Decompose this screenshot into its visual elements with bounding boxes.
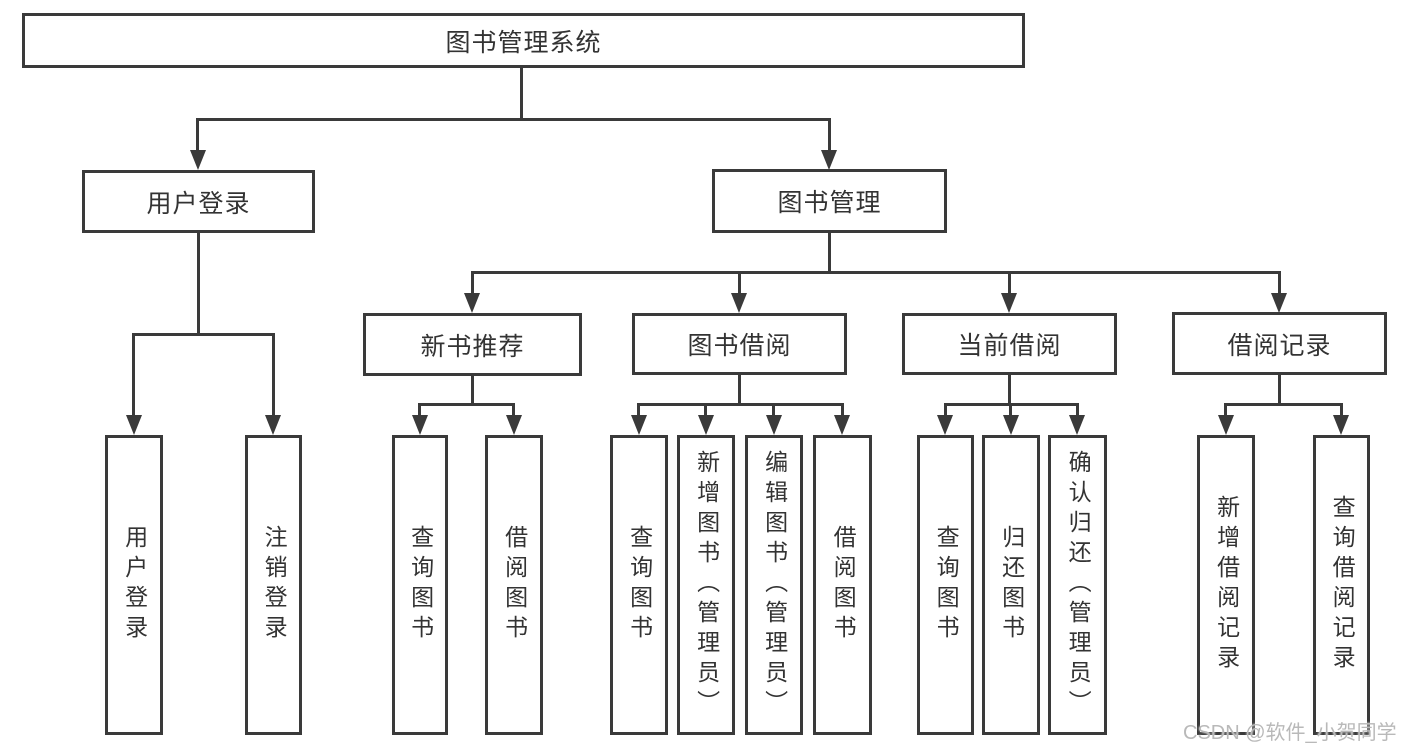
leaf-add-borrow-record-label: 新增借阅记录 [1213, 495, 1240, 675]
leaf-confirm-return-admin-label: 确认归还（管理员） [1065, 450, 1092, 720]
connector-user-login-stem [197, 233, 200, 335]
node-book-management-label: 图书管理 [777, 189, 882, 217]
connector-drop-user-login [196, 118, 199, 152]
node-book-borrow-label: 图书借阅 [687, 332, 792, 360]
connector-drop-book-management [828, 118, 831, 152]
leaf-query-books-2-label: 查询图书 [626, 525, 653, 645]
connector-book-management-stem [828, 233, 831, 273]
connector-drop-new-book-recommend [471, 271, 474, 295]
node-root-label: 图书管理系统 [445, 28, 602, 57]
node-new-book-recommend: 新书推荐 [363, 313, 582, 376]
arrow-to-query-borrow-record [1333, 415, 1349, 435]
arrow-to-query-books-3 [937, 415, 953, 435]
connector-drop-add-books-admin [704, 403, 707, 417]
leaf-return-books-label: 归还图书 [998, 525, 1025, 645]
connector-drop-return-books [1009, 403, 1012, 417]
arrow-to-query-books-1 [412, 415, 428, 435]
node-borrow-records: 借阅记录 [1172, 312, 1387, 375]
arrow-to-borrow-records [1271, 293, 1287, 313]
connector-current-borrow-stem [1008, 373, 1011, 405]
leaf-borrow-books-1: 借阅图书 [485, 435, 543, 735]
connector-drop-borrow-records [1278, 271, 1281, 295]
arrow-to-edit-books-admin [766, 415, 782, 435]
arrow-to-confirm-return-admin [1069, 415, 1085, 435]
arrow-to-borrow-books-2 [834, 415, 850, 435]
connector-drop-borrow-books-2 [841, 403, 844, 417]
connector-book-borrow-rail [637, 403, 843, 406]
leaf-query-borrow-record-label: 查询借阅记录 [1329, 495, 1356, 675]
arrow-to-return-books [1003, 415, 1019, 435]
leaf-user-login-label: 用户登录 [121, 525, 148, 645]
node-current-borrow: 当前借阅 [902, 313, 1117, 375]
leaf-query-borrow-record: 查询借阅记录 [1313, 435, 1370, 735]
connector-book-management-rail [471, 271, 1281, 274]
arrow-to-leaf-logout [265, 415, 281, 435]
leaf-add-books-admin: 新增图书（管理员） [677, 435, 735, 735]
connector-root-stem [520, 68, 523, 120]
arrow-to-current-borrow [1001, 293, 1017, 313]
leaf-add-books-admin-label: 新增图书（管理员） [693, 450, 720, 720]
arrow-to-borrow-books-1 [506, 415, 522, 435]
arrow-to-query-books-2 [631, 415, 647, 435]
node-current-borrow-label: 当前借阅 [957, 332, 1062, 360]
connector-drop-confirm-return-admin [1076, 403, 1079, 417]
arrow-to-leaf-user-login [126, 415, 142, 435]
connector-drop-query-books-2 [637, 403, 640, 417]
arrow-to-new-book-recommend [464, 293, 480, 313]
arrow-to-add-borrow-record [1218, 415, 1234, 435]
leaf-borrow-books-1-label: 借阅图书 [501, 525, 528, 645]
leaf-edit-books-admin: 编辑图书（管理员） [745, 435, 803, 735]
leaf-logout-label: 注销登录 [261, 525, 288, 645]
arrow-to-user-login [190, 150, 206, 170]
connector-drop-edit-books-admin [772, 403, 775, 417]
connector-new-book-recommend-stem [471, 376, 474, 405]
connector-drop-current-borrow [1008, 271, 1011, 295]
leaf-user-login: 用户登录 [105, 435, 163, 735]
connector-drop-query-borrow-record [1340, 403, 1343, 417]
connector-drop-book-borrow [738, 271, 741, 295]
connector-root-rail [197, 118, 831, 121]
leaf-query-books-2: 查询图书 [610, 435, 668, 735]
leaf-borrow-books-2-label: 借阅图书 [830, 525, 857, 645]
leaf-return-books: 归还图书 [982, 435, 1040, 735]
arrow-to-add-books-admin [698, 415, 714, 435]
leaf-query-books-3-label: 查询图书 [933, 525, 960, 645]
connector-drop-borrow-books-1 [512, 403, 515, 417]
csdn-watermark: CSDN @软件_小贺同学 [1183, 722, 1397, 744]
connector-drop-query-books-1 [418, 403, 421, 417]
node-borrow-records-label: 借阅记录 [1227, 331, 1332, 360]
leaf-logout: 注销登录 [245, 435, 302, 735]
leaf-query-books-1-label: 查询图书 [407, 525, 434, 645]
node-user-login-label: 用户登录 [146, 189, 251, 218]
connector-book-borrow-stem [738, 375, 741, 405]
leaf-query-books-1: 查询图书 [392, 435, 448, 735]
leaf-add-borrow-record: 新增借阅记录 [1197, 435, 1255, 735]
connector-drop-leaf-user-login [132, 333, 135, 417]
connector-borrow-records-rail [1224, 403, 1343, 406]
node-user-login: 用户登录 [82, 170, 315, 233]
connector-new-book-recommend-rail [418, 403, 515, 406]
connector-user-login-rail [133, 333, 274, 336]
node-new-book-recommend-label: 新书推荐 [420, 332, 525, 361]
arrow-to-book-borrow [731, 293, 747, 313]
leaf-confirm-return-admin: 确认归还（管理员） [1048, 435, 1107, 735]
node-root: 图书管理系统 [22, 13, 1025, 68]
connector-drop-leaf-logout [272, 333, 275, 417]
connector-drop-query-books-3 [944, 403, 947, 417]
connector-drop-add-borrow-record [1224, 403, 1227, 417]
node-book-management: 图书管理 [712, 169, 947, 233]
connector-borrow-records-stem [1278, 375, 1281, 405]
leaf-borrow-books-2: 借阅图书 [813, 435, 872, 735]
leaf-edit-books-admin-label: 编辑图书（管理员） [761, 450, 788, 720]
arrow-to-book-management [821, 150, 837, 170]
node-book-borrow: 图书借阅 [632, 313, 847, 375]
leaf-query-books-3: 查询图书 [917, 435, 974, 735]
